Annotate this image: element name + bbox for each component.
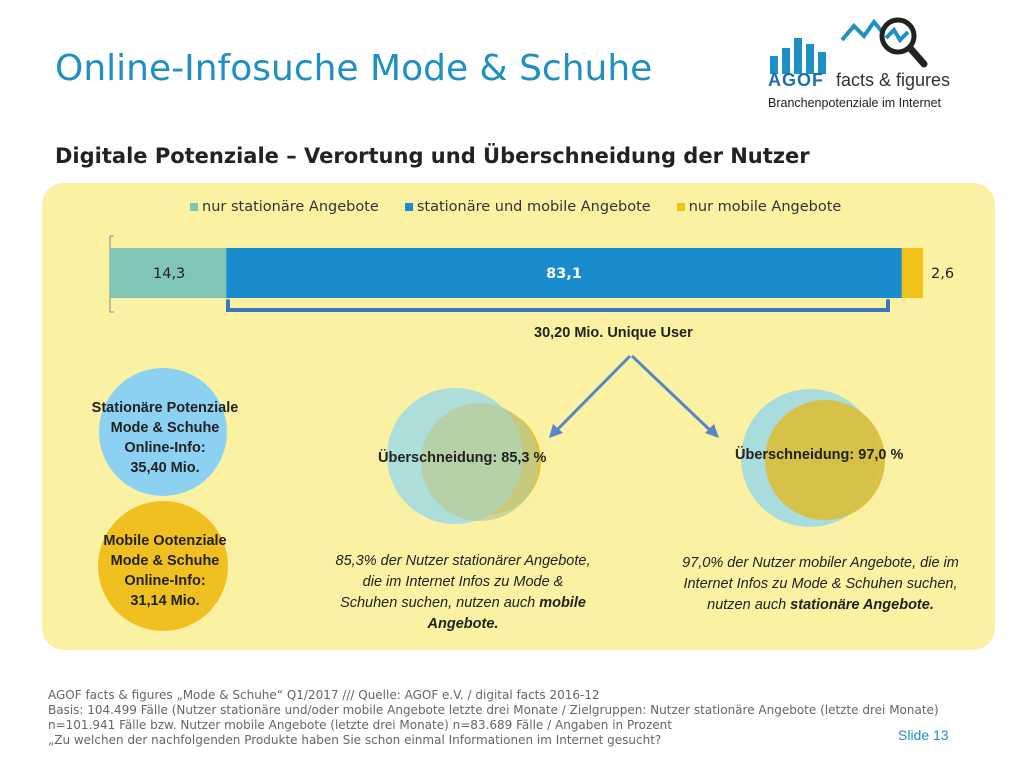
mobile-line-4: 31,14 Mio. [130,593,200,609]
logo-brand: AGOF [768,70,824,90]
footer-line-2: Basis: 104.499 Fälle (Nutzer stationäre … [48,703,939,732]
legend-item: stationäre und mobile Angebote [404,199,651,215]
bar-segment [110,248,227,298]
overlap-right-label: Überschneidung: 97,0 % [735,447,904,463]
legend-swatch [404,203,413,211]
chart-legend: nur stationäre Angebote stationäre und mo… [190,199,867,215]
mobile-line-3: Online-Info: [124,573,206,589]
stationary-line-4: 35,40 Mio. [130,460,200,476]
overlap-left-label: Überschneidung: 85,3 % [378,450,547,466]
logo-wordmark: AGOF facts & figures [768,70,950,91]
overlap-right-note: 97,0% der Nutzer mobiler Angebote, die i… [678,553,963,616]
legend-swatch [676,203,685,211]
legend-item: nur stationäre Angebote [190,199,379,215]
mobile-potential-text: Mobile Ootenziale Mode & Schuhe Online-I… [70,531,260,611]
stationary-potential-text: Stationäre Potenziale Mode & Schuhe Onli… [70,398,260,478]
stationary-line-3: Online-Info: [124,440,206,456]
legend-label: nur stationäre Angebote [202,199,379,215]
left-note-text: 85,3% der Nutzer stationärer Angebote, d… [335,553,591,611]
mobile-line-1: Mobile Ootenziale [103,533,227,549]
legend-label: stationäre und mobile Angebote [416,199,651,215]
data-label: 2,6 [931,266,954,282]
stationary-line-2: Mode & Schuhe [110,420,220,436]
stationary-line-1: Stationäre Potenziale [91,400,239,416]
right-note-text: 97,0% der Nutzer mobiler Angebote, die i… [682,555,959,613]
right-note-bold: stationäre Angebote. [790,597,934,613]
mobile-line-2: Mode & Schuhe [110,553,220,569]
overlap-left-note: 85,3% der Nutzer stationärer Angebote, d… [333,551,593,635]
magnifier-graph-logo-icon [840,17,928,68]
footer-line-3: „Zu welchen der nachfolgenden Produkte h… [48,733,662,747]
logo-tagline: Branchenpotenziale im Internet [768,96,942,110]
legend-label: nur mobile Angebote [688,199,842,215]
legend-swatch [190,203,198,211]
data-label: 83,1 [546,266,582,282]
stacked-bar-chart: 14,3 83,1 2,6 [109,235,954,313]
footer-source: AGOF facts & figures „Mode & Schuhe“ Q1/… [48,688,968,748]
logo-product: facts & figures [836,70,951,90]
slide-number: Slide 13 [898,727,949,743]
bar-segment [901,248,923,298]
page-subtitle: Digitale Potenziale – Verortung und Über… [55,144,810,168]
footer-line-1: AGOF facts & figures „Mode & Schuhe“ Q1/… [48,688,600,702]
bar-chart-logo-icon [770,38,826,74]
data-label: 14,3 [153,266,185,282]
page-title: Online-Infosuche Mode & Schuhe [55,48,653,89]
unique-user-label: 30,20 Mio. Unique User [534,325,693,341]
left-note-bold: mobile Angebote. [427,595,586,632]
legend-item: nur mobile Angebote [676,199,842,215]
bar-segment [226,248,902,298]
